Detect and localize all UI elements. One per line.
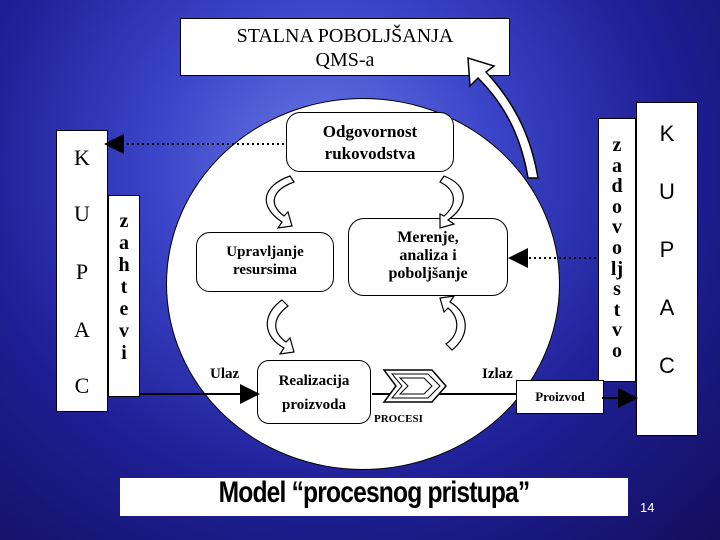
cycle-arrow <box>439 175 464 229</box>
satisfaction-letter: lj <box>610 257 624 280</box>
requirements-letter: i <box>121 342 127 364</box>
requirements-letter: z <box>119 210 129 232</box>
requirements-letter: a <box>119 232 129 254</box>
management-responsibility-node: Odgovornost rukovodstva <box>286 112 454 172</box>
requirements-box: z a h t e v i <box>108 195 140 397</box>
title-box: STALNA POBOLJŠANJA QMS-a <box>180 18 510 76</box>
node-text: poboljšanje <box>388 265 468 282</box>
right-letter: P <box>659 237 675 262</box>
cycle-arrow <box>439 295 466 351</box>
satisfaction-letter: v <box>612 216 622 239</box>
right-letter: K <box>659 121 675 146</box>
left-letter: K <box>74 145 90 170</box>
banner-text: Model “procesnog pristupa” <box>218 476 531 509</box>
process-chevron <box>390 373 441 399</box>
cycle-arrow <box>266 299 295 355</box>
requirements-letter: v <box>119 320 129 342</box>
right-letter: C <box>659 353 675 378</box>
satisfaction-letter: v <box>612 319 622 342</box>
requirements-letter: e <box>119 298 129 320</box>
node-text: Merenje, <box>397 229 459 246</box>
model-banner: Model “procesnog pristupa” <box>120 476 628 516</box>
satisfaction-letter: d <box>611 175 623 198</box>
processes-label: PROCESI <box>374 413 423 425</box>
right-customer-box: K U P A C <box>636 102 698 436</box>
title-line1: STALNA POBOLJŠANJA <box>236 25 454 47</box>
right-letter: U <box>659 179 675 204</box>
node-text: analiza i <box>399 247 457 264</box>
process-chevron <box>398 377 433 395</box>
left-letter: U <box>74 201 90 226</box>
satisfaction-letter: o <box>612 236 622 259</box>
node-text: Upravljanje <box>226 244 304 260</box>
satisfaction-box: z a d o v o lj s t v o <box>598 118 636 382</box>
slide-number: 14 <box>640 500 655 515</box>
left-customer-box: K U P A C <box>56 130 108 412</box>
node-text: resursima <box>233 262 297 278</box>
satisfaction-letter: t <box>613 298 621 321</box>
right-letter: A <box>659 295 675 320</box>
satisfaction-letter: o <box>612 195 622 218</box>
input-label: Ulaz <box>210 366 240 382</box>
curved-arrow-to-title <box>467 56 539 179</box>
satisfaction-letter: a <box>612 154 622 177</box>
requirements-letter: h <box>118 254 130 276</box>
node-text: rukovodstva <box>324 144 416 163</box>
measurement-analysis-node: Merenje, analiza i poboljšanje <box>348 218 508 296</box>
output-label: Izlaz <box>482 366 513 382</box>
title-line2: QMS-a <box>315 49 375 71</box>
cycle-arrow <box>265 175 295 229</box>
product-box: Proizvod <box>516 380 604 414</box>
satisfaction-letter: o <box>612 339 622 362</box>
requirements-letter: t <box>120 276 128 298</box>
product-realization-node: Realizacija proizvoda <box>257 360 371 424</box>
resource-management-node: Upravljanje resursima <box>196 232 334 292</box>
node-text: Realizacija <box>278 373 350 389</box>
left-letter: A <box>74 317 90 342</box>
left-letter: P <box>75 259 89 284</box>
node-text: proizvoda <box>282 397 346 413</box>
left-letter: C <box>74 373 90 398</box>
satisfaction-letter: s <box>613 278 621 301</box>
node-text: Odgovornost <box>322 122 418 141</box>
satisfaction-letter: z <box>612 134 622 156</box>
